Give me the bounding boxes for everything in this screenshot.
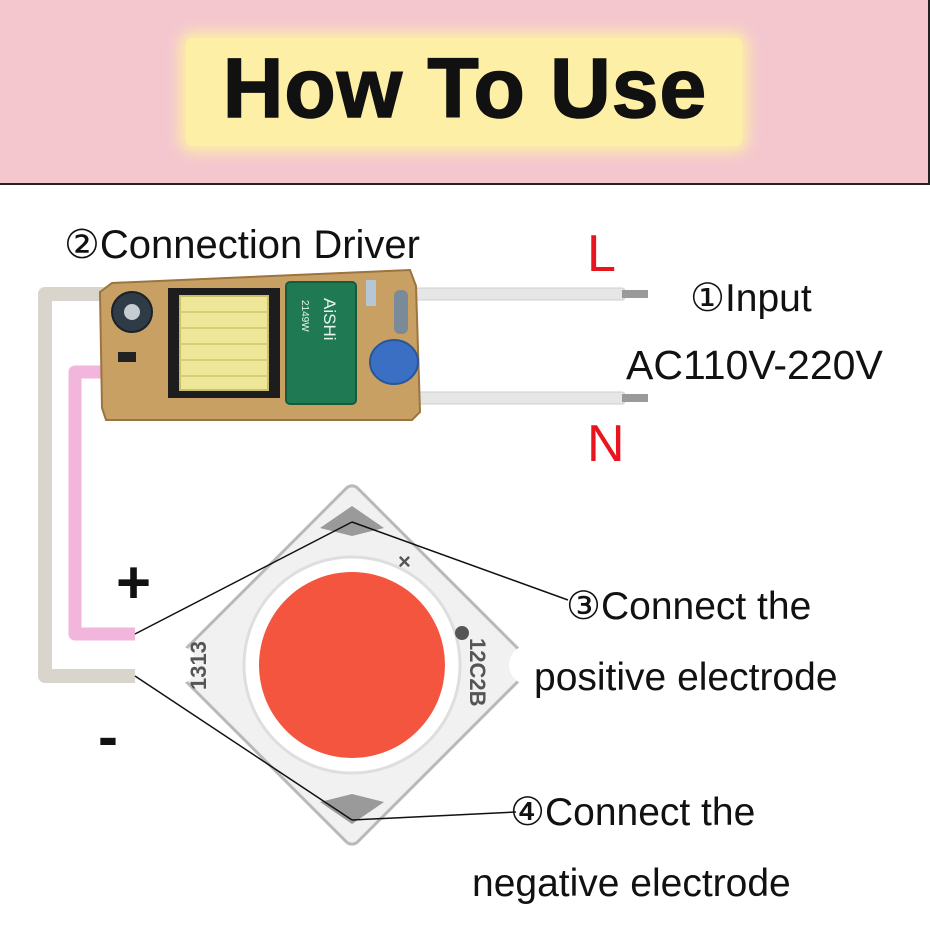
- positive-step-line1: ③Connect the: [566, 585, 812, 628]
- neutral-wire-tip: [622, 394, 648, 402]
- transformer: [168, 288, 280, 398]
- positive-wire: [68, 365, 135, 641]
- chip-corner-mark: ×: [398, 549, 411, 574]
- header-banner: How To Use: [0, 0, 930, 185]
- chip-notch-right: [509, 645, 549, 685]
- driver-board: AiSHi 2149W: [98, 268, 422, 421]
- capacitor-text: AiSHi: [320, 298, 339, 341]
- driver-label: ②Connection Driver: [64, 223, 420, 267]
- capacitor-subtext: 2149W: [299, 300, 310, 332]
- callout-positive-b: [351, 521, 569, 601]
- chip-left-marking: 1313: [186, 641, 211, 690]
- live-wire: [414, 287, 626, 301]
- negative-pad: [320, 794, 384, 824]
- voltage-label: AC110V-220V: [626, 342, 883, 388]
- live-label: L: [587, 225, 616, 283]
- live-wire-tip: [622, 290, 648, 298]
- led-chip: [171, 484, 533, 846]
- callout-positive-a: [134, 521, 353, 635]
- page-title: How To Use: [222, 40, 708, 136]
- ceramic-capacitor: [369, 339, 419, 385]
- input-label: ①Input: [690, 277, 812, 320]
- plus-symbol: +: [116, 549, 152, 616]
- chip-dot: [455, 626, 469, 640]
- positive-step-line2: positive electrode: [534, 656, 838, 699]
- chip-notch-left: [156, 645, 196, 685]
- led-emitter: [259, 572, 446, 758]
- minus-symbol: -: [98, 703, 118, 770]
- negative-step-line1: ④Connect the: [510, 791, 756, 834]
- callout-negative-a: [134, 675, 353, 821]
- chip-right-marking: 12C2B: [465, 638, 490, 706]
- negative-step-line2: negative electrode: [472, 862, 791, 905]
- neutral-label: N: [587, 415, 625, 473]
- callout-negative-b: [351, 811, 517, 821]
- neutral-wire: [414, 391, 626, 405]
- title-plate: [186, 38, 742, 146]
- negative-wire: [38, 287, 135, 683]
- film-capacitor: [285, 281, 357, 405]
